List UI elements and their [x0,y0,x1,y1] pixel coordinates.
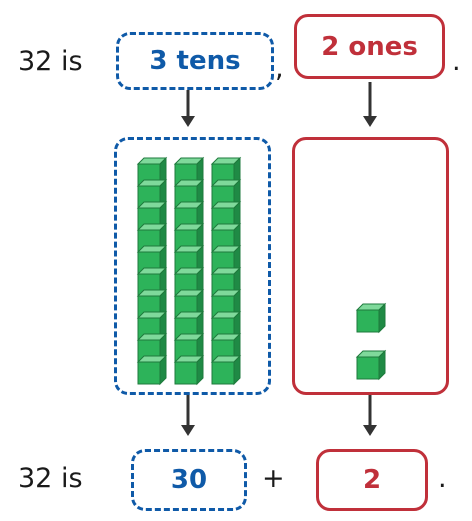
down-arrow-ones-bottom [363,395,377,436]
ones-value: 2 [362,465,382,495]
tens-value: 30 [170,465,208,495]
bottom-end-period: . [438,463,447,494]
ten-rod [173,156,205,386]
tens-blocks-box [114,137,271,395]
unit-cube [355,349,387,381]
tens-value-box: 30 [131,449,247,511]
tens-label-box: 3 tens [116,32,274,90]
down-arrow-tens-top [181,90,195,127]
top-separator: , [275,53,284,84]
ones-label: 2 ones [321,31,418,62]
ones-value-box: 2 [316,449,428,511]
top-end-period: . [452,46,461,77]
top-prefix-text: 32 is [18,46,83,77]
plus-operator: + [262,463,285,494]
bottom-prefix-text: 32 is [18,463,83,494]
ten-rod [136,156,168,386]
ones-blocks-box [292,137,449,395]
ten-rod [210,156,242,386]
ones-label-box: 2 ones [294,14,445,79]
down-arrow-ones-top [363,82,377,127]
unit-cube [355,302,387,334]
tens-label: 3 tens [149,46,241,76]
down-arrow-tens-bottom [181,395,195,436]
